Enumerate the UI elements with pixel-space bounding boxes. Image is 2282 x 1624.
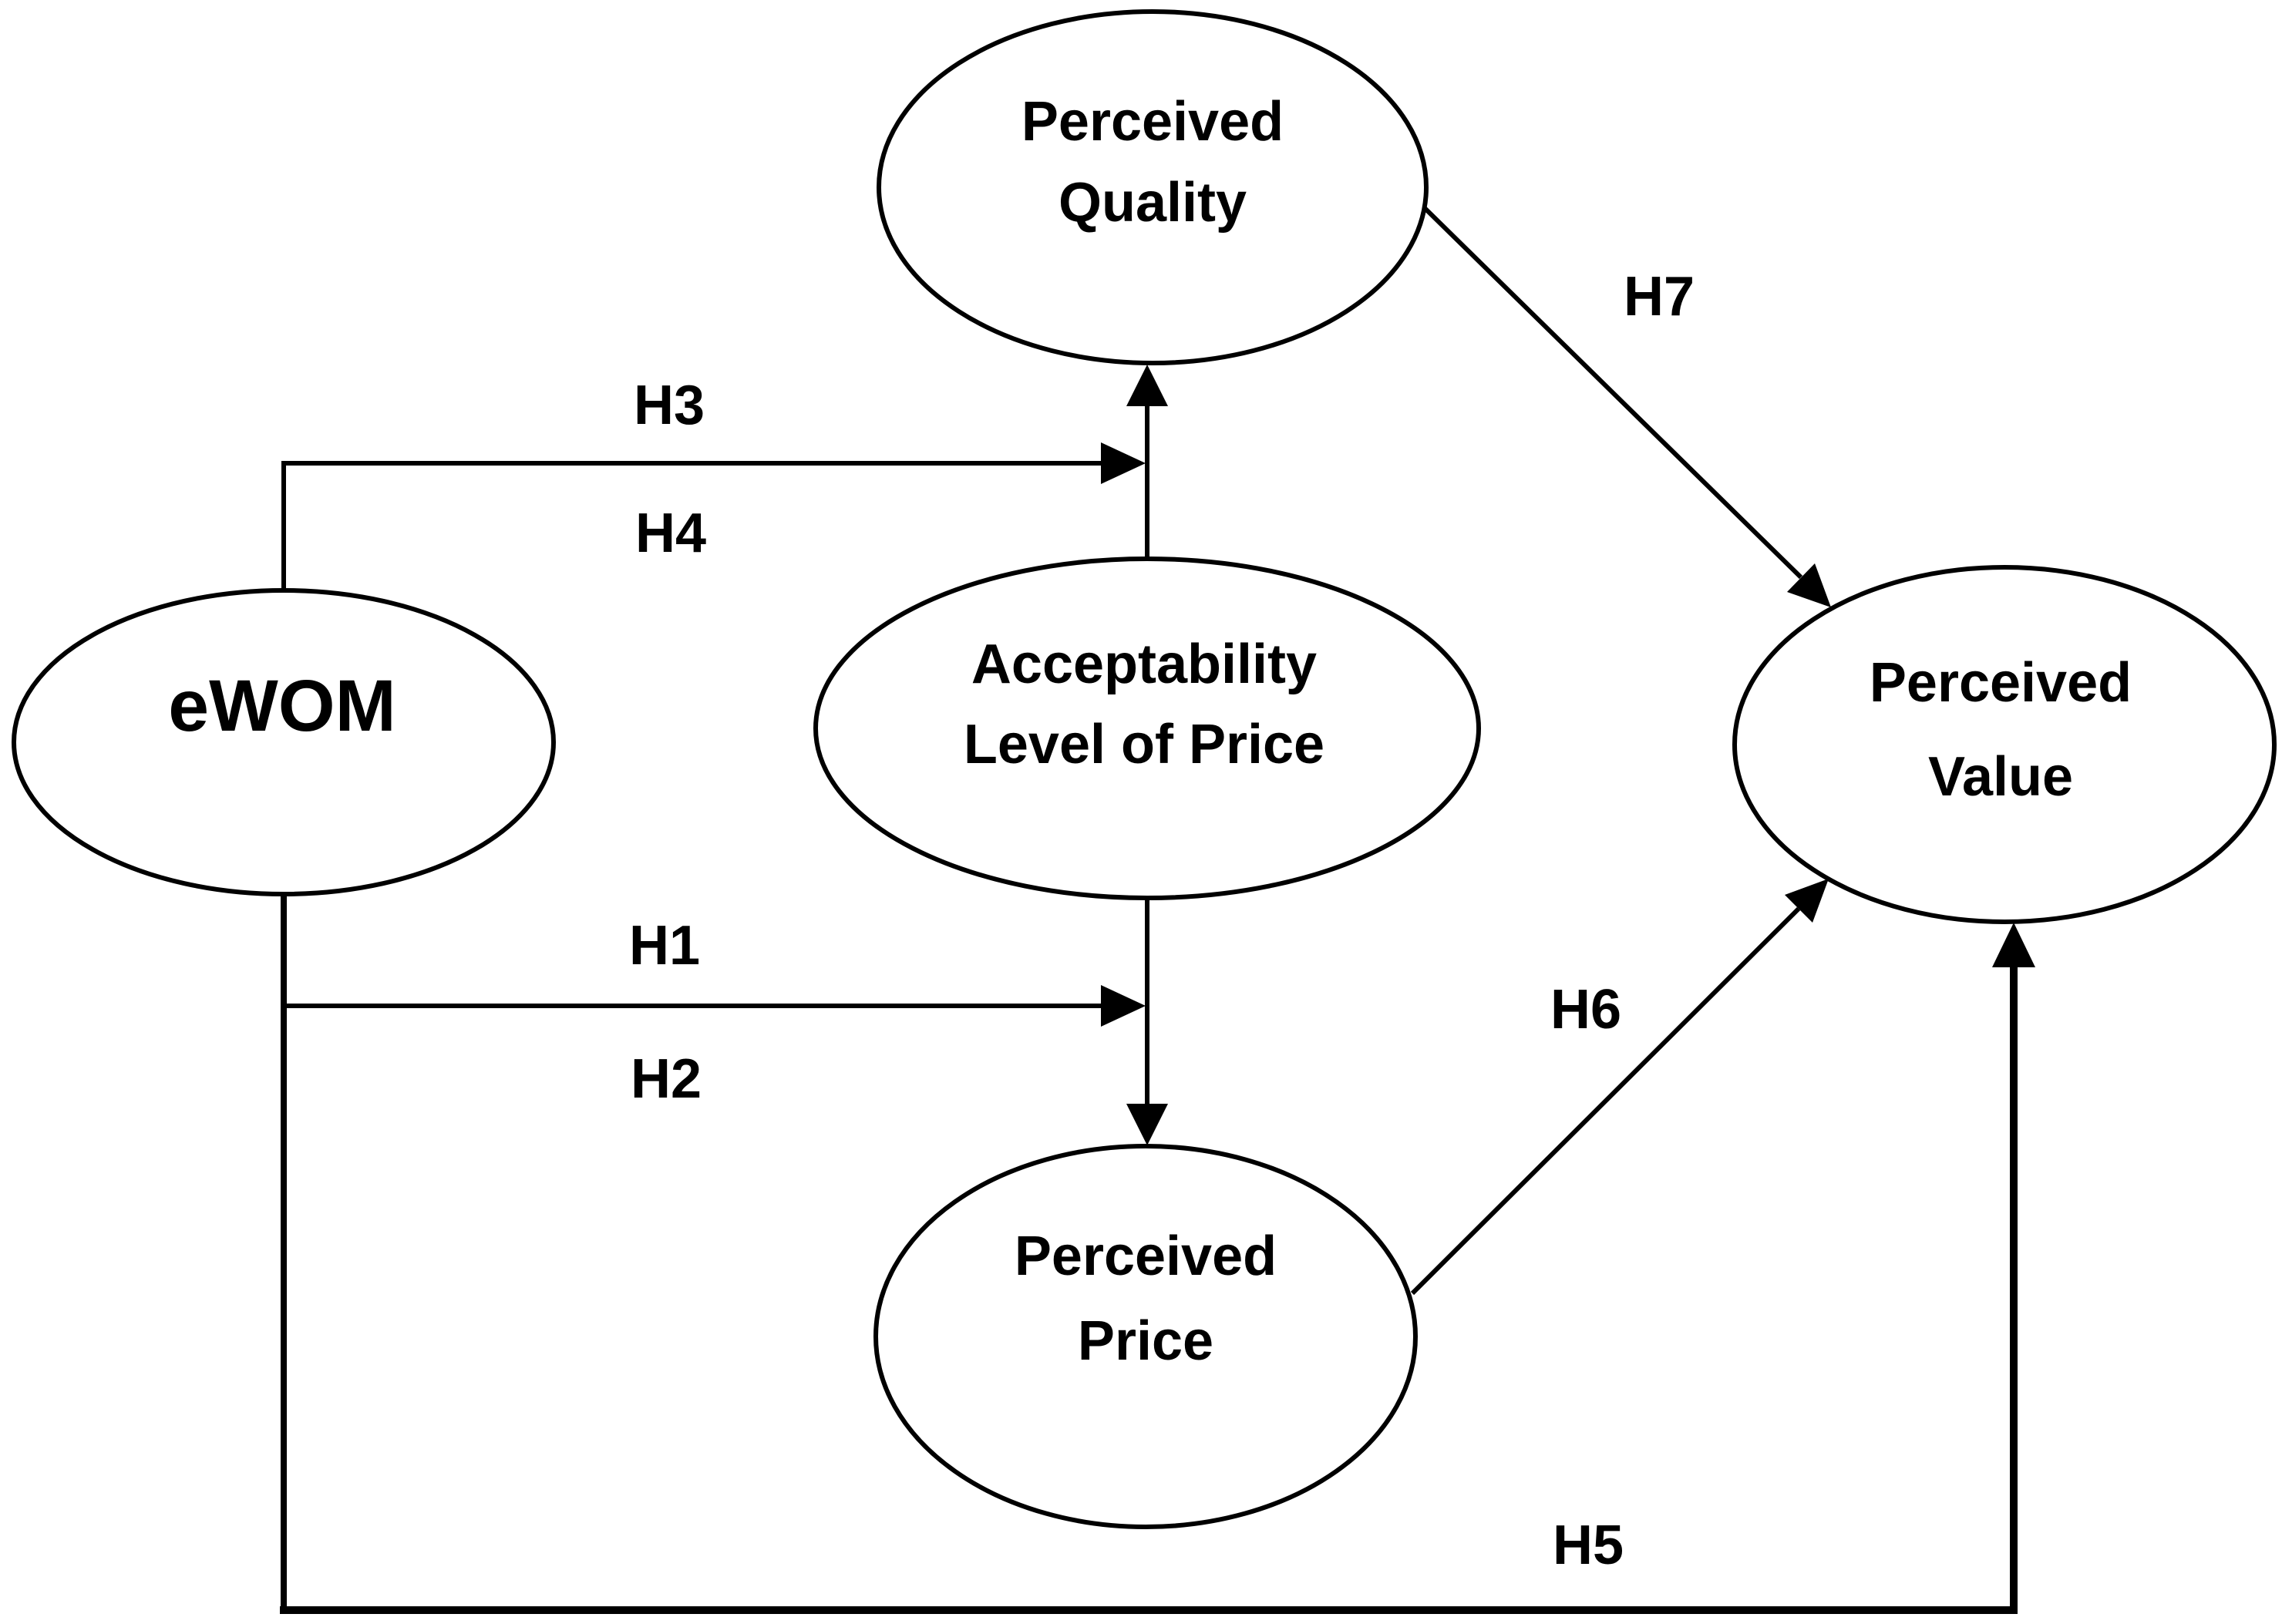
acceptability-level-of-price-label-line2: Level of Price	[964, 714, 1324, 775]
node-perceived-value: Perceived Value	[1732, 565, 2277, 924]
edge-acceptability-to-perceived-quality	[1126, 365, 1168, 559]
node-perceived-quality: Perceived Quality	[877, 9, 1429, 365]
ewom-label: eWOM	[168, 665, 396, 747]
label-h2: H2	[631, 1048, 702, 1110]
perceived-price-label-line1: Perceived	[1015, 1226, 1277, 1287]
edge-h1-arrowhead	[1101, 985, 1146, 1027]
label-h4: H4	[635, 503, 706, 564]
perceived-quality-label-line2: Quality	[1059, 172, 1247, 234]
perceived-value-label-line2: Value	[1928, 746, 2073, 808]
perceived-quality-label-line1: Perceived	[1022, 91, 1284, 153]
edge-ewom-to-perceived-price: H1 H2	[284, 915, 1146, 1110]
edge-h3-path	[281, 461, 1102, 590]
node-ewom: eWOM	[12, 588, 556, 896]
label-h6: H6	[1550, 979, 1621, 1041]
edge-h6-line	[1410, 906, 1801, 1296]
edge-alp-pq-arrowhead	[1126, 365, 1168, 406]
perceived-value-label-line1: Perceived	[1870, 652, 2132, 714]
edge-h7-arrowhead	[1787, 563, 1831, 607]
perceived-price-label-line2: Price	[1078, 1310, 1213, 1372]
edge-h3-arrowhead	[1101, 442, 1146, 484]
edge-alp-pp-arrowhead	[1126, 1104, 1168, 1145]
node-perceived-price: Perceived Price	[873, 1144, 1418, 1529]
perceived-value-ellipse	[1732, 565, 2277, 924]
edge-h7-line	[1422, 206, 1803, 580]
edge-ewom-to-perceived-quality: H3 H4	[281, 375, 1146, 590]
label-h1: H1	[629, 915, 700, 977]
node-acceptability-level-of-price: Acceptability Level of Price	[813, 556, 1481, 900]
perceived-quality-ellipse	[877, 9, 1429, 365]
label-h3: H3	[634, 375, 705, 436]
edge-perceived-price-to-perceived-value: H6	[1410, 879, 1829, 1296]
edge-perceived-quality-to-perceived-value: H7	[1422, 206, 1831, 607]
label-h7: H7	[1624, 266, 1695, 328]
label-h5: H5	[1553, 1515, 1624, 1576]
edge-h5-arrowhead	[1992, 923, 2035, 967]
perceived-price-ellipse	[873, 1144, 1418, 1529]
edge-ewom-to-perceived-value: H5	[280, 894, 2035, 1614]
acceptability-level-of-price-label-line1: Acceptability	[971, 634, 1317, 695]
edge-h6-arrowhead	[1785, 879, 1829, 923]
edge-acceptability-to-perceived-price	[1126, 898, 1168, 1145]
